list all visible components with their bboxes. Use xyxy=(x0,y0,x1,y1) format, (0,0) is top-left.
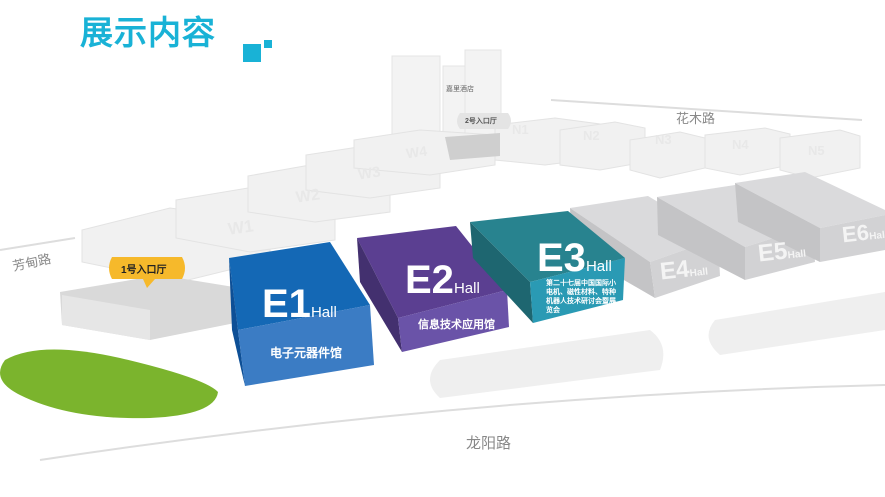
plaza xyxy=(708,292,885,355)
hall-w1-label[interactable]: W1 xyxy=(226,216,255,239)
plaza xyxy=(430,330,664,398)
hall-word: Hall xyxy=(310,304,337,321)
hall-n1-label[interactable]: N1 xyxy=(512,122,529,137)
hall-e5-label[interactable]: E5Hall xyxy=(757,236,807,269)
hall-n5-label[interactable]: N5 xyxy=(808,143,825,158)
entrance1-label: 1号入口厅 xyxy=(121,265,167,276)
page-title: 展示内容 xyxy=(80,14,216,51)
hall-e3-label[interactable]: E3Hall xyxy=(537,238,612,278)
title-decoration xyxy=(264,40,272,48)
hall-id: E2 xyxy=(405,258,454,302)
hall-e2-block[interactable] xyxy=(357,226,509,352)
entrance1-badge xyxy=(109,257,185,288)
hall-n4-label[interactable]: N4 xyxy=(732,137,749,152)
hall-e1-content: 电子元器件馆 xyxy=(270,346,343,360)
hall-word: Hall xyxy=(787,248,807,262)
title-decoration xyxy=(243,44,261,62)
entrance2-building xyxy=(445,133,500,160)
fangdian-road-line xyxy=(0,237,76,251)
hall-w3-label[interactable]: W3 xyxy=(356,163,382,184)
hall-id: E3 xyxy=(537,236,586,280)
hall-e1-label[interactable]: E1Hall xyxy=(262,284,337,324)
hall-word: Hall xyxy=(689,266,709,280)
road-label-longyang: 龙阳路 xyxy=(466,435,512,452)
entrance2-label: 2号入口厅 xyxy=(465,118,497,125)
hall-e4-label[interactable]: E4Hall xyxy=(659,254,709,287)
hall-n2-label[interactable]: N2 xyxy=(583,128,600,143)
hall-word: Hall xyxy=(868,229,885,243)
road-label-huamu: 花木路 xyxy=(676,111,716,126)
hall-id: E4 xyxy=(658,255,691,286)
entrance1-building-side xyxy=(62,295,150,340)
hall-w4-label[interactable]: W4 xyxy=(404,142,429,162)
hall-n3-label[interactable]: N3 xyxy=(655,132,672,147)
hall-id: E1 xyxy=(262,282,311,326)
hotel-label: 嘉里酒店 xyxy=(446,86,474,93)
hall-e3-content: 第二十七届中国国际小电机、磁性材料、特种机器人技术研讨会暨展览会 xyxy=(546,280,616,314)
hall-e1-block[interactable] xyxy=(229,242,374,386)
hall-e2-content: 信息技术应用馆 xyxy=(418,319,495,331)
green-area xyxy=(0,349,218,419)
hall-word: Hall xyxy=(585,258,612,275)
back-halls xyxy=(81,117,861,283)
hall-w2-label[interactable]: W2 xyxy=(294,186,321,207)
hall-word: Hall xyxy=(453,280,480,297)
hall-id: E5 xyxy=(756,237,789,268)
hall-id: E6 xyxy=(840,219,871,248)
huamu-road-line xyxy=(550,99,863,121)
hall-e6-label[interactable]: E6Hall xyxy=(841,218,885,249)
hall-e2-label[interactable]: E2Hall xyxy=(405,260,480,300)
hall-e3-block[interactable] xyxy=(470,211,625,323)
entrance2-badge xyxy=(457,113,511,129)
longyang-road-line xyxy=(39,384,885,461)
